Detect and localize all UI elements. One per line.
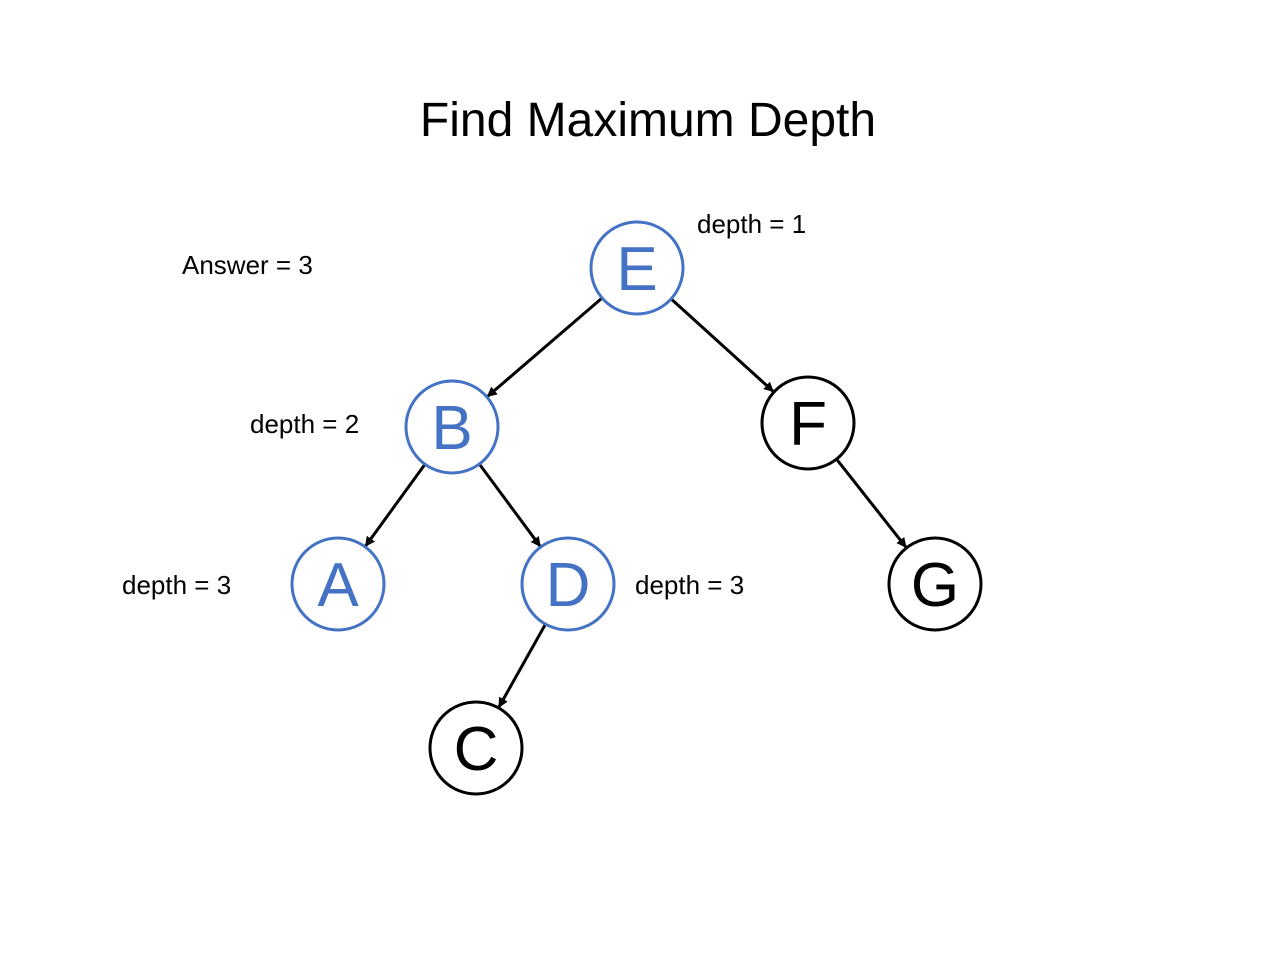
edge-e-to-b	[486, 296, 604, 398]
depth-label-b: depth = 2	[250, 409, 359, 439]
page-title: Find Maximum Depth	[420, 94, 876, 147]
node-circle	[428, 700, 524, 796]
depth-label-d: depth = 3	[635, 570, 744, 600]
node-label: F	[789, 390, 827, 459]
tree-node-f: F	[760, 375, 856, 471]
node-label: C	[454, 715, 499, 784]
node-label: D	[546, 551, 591, 620]
node-label: E	[616, 235, 657, 304]
edge-b-to-d	[478, 463, 542, 548]
depth-label-e: depth = 1	[697, 209, 806, 239]
tree-edges	[364, 296, 908, 708]
edge-d-to-c	[497, 623, 547, 708]
node-circle	[520, 536, 616, 632]
edge-b-to-a	[364, 463, 427, 547]
node-circle	[760, 375, 856, 471]
depth-labels: depth = 1 depth = 2 depth = 3 depth = 3	[122, 209, 806, 600]
node-circle	[887, 536, 983, 632]
tree-nodes: E B F A D G C	[290, 220, 983, 796]
node-circle	[290, 536, 386, 632]
depth-label-a: depth = 3	[122, 570, 231, 600]
tree-node-d: D	[520, 536, 616, 632]
tree-node-b: B	[404, 379, 500, 475]
node-label: B	[431, 394, 472, 463]
node-circle	[404, 379, 500, 475]
answer-label: Answer = 3	[182, 250, 313, 280]
node-label: A	[317, 551, 359, 620]
node-label: G	[911, 551, 959, 620]
tree-node-a: A	[290, 536, 386, 632]
tree-node-e: E	[589, 220, 685, 316]
tree-node-c: C	[428, 700, 524, 796]
edge-f-to-g	[835, 458, 908, 549]
tree-node-g: G	[887, 536, 983, 632]
node-circle	[589, 220, 685, 316]
edge-e-to-f	[670, 297, 775, 393]
